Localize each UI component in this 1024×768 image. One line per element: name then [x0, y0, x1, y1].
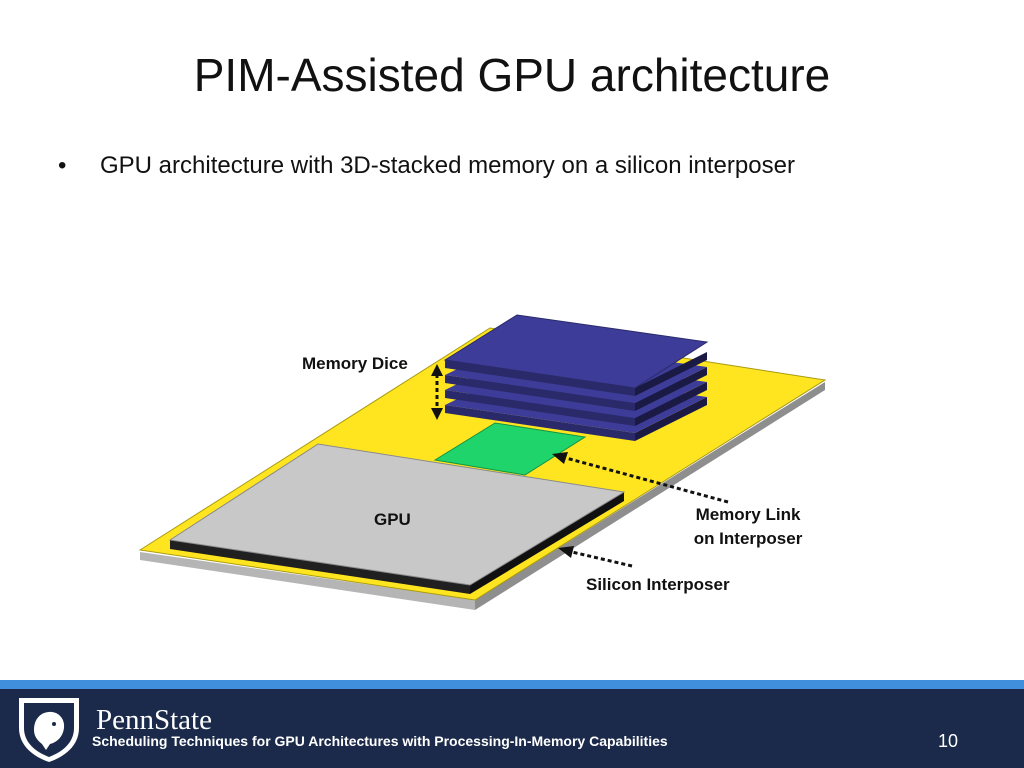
- memory-die-3-side-right: [635, 382, 707, 426]
- label-memory-link: Memory Link on Interposer: [680, 503, 816, 551]
- footer-stripe: [0, 680, 1024, 689]
- nittany-lion-shield-icon: [19, 698, 79, 762]
- memory-die-2-side-right: [635, 367, 707, 411]
- memory-die-1-side: [445, 360, 635, 396]
- gpu-die: [168, 443, 626, 594]
- memory-dice-height-arrow: [431, 364, 443, 420]
- gpu-side-front: [170, 540, 470, 594]
- label-memory-dice: Memory Dice: [302, 354, 408, 373]
- page-number: 10: [938, 731, 959, 751]
- brand-wordmark: PennState: [96, 704, 212, 736]
- memory-die-1-side-right: [635, 352, 707, 396]
- silicon-interposer-pointer: [558, 546, 633, 568]
- memory-link: [433, 422, 587, 476]
- memory-die-3-side: [445, 390, 635, 426]
- bullet-item: • GPU architecture with 3D-stacked memor…: [58, 152, 795, 180]
- memory-die-2-side: [445, 375, 635, 411]
- label-gpu: GPU: [374, 510, 411, 529]
- memory-die-4-side: [445, 405, 635, 441]
- bullet-marker: •: [58, 152, 67, 179]
- memory-die-1: [443, 314, 709, 389]
- footer-subtitle: Scheduling Techniques for GPU Architectu…: [92, 733, 668, 749]
- interposer-base-right: [475, 382, 825, 610]
- label-memory-link-line2: on Interposer: [693, 529, 803, 548]
- gpu-top: [168, 443, 626, 586]
- memory-die-4-side-right: [635, 397, 707, 441]
- memory-dice-stack: [443, 314, 709, 441]
- interposer-base: [140, 552, 475, 610]
- label-memory-link-line1: Memory Link: [695, 505, 801, 524]
- label-silicon-interposer: Silicon Interposer: [586, 575, 730, 594]
- slide-title: PIM-Assisted GPU architecture: [193, 49, 831, 101]
- gpu-side-right: [470, 492, 624, 594]
- bullet-text: GPU architecture with 3D-stacked memory …: [100, 152, 795, 179]
- memory-link-pointer: [552, 452, 729, 504]
- footer-bar: PennState Scheduling Techniques for GPU …: [0, 689, 1024, 768]
